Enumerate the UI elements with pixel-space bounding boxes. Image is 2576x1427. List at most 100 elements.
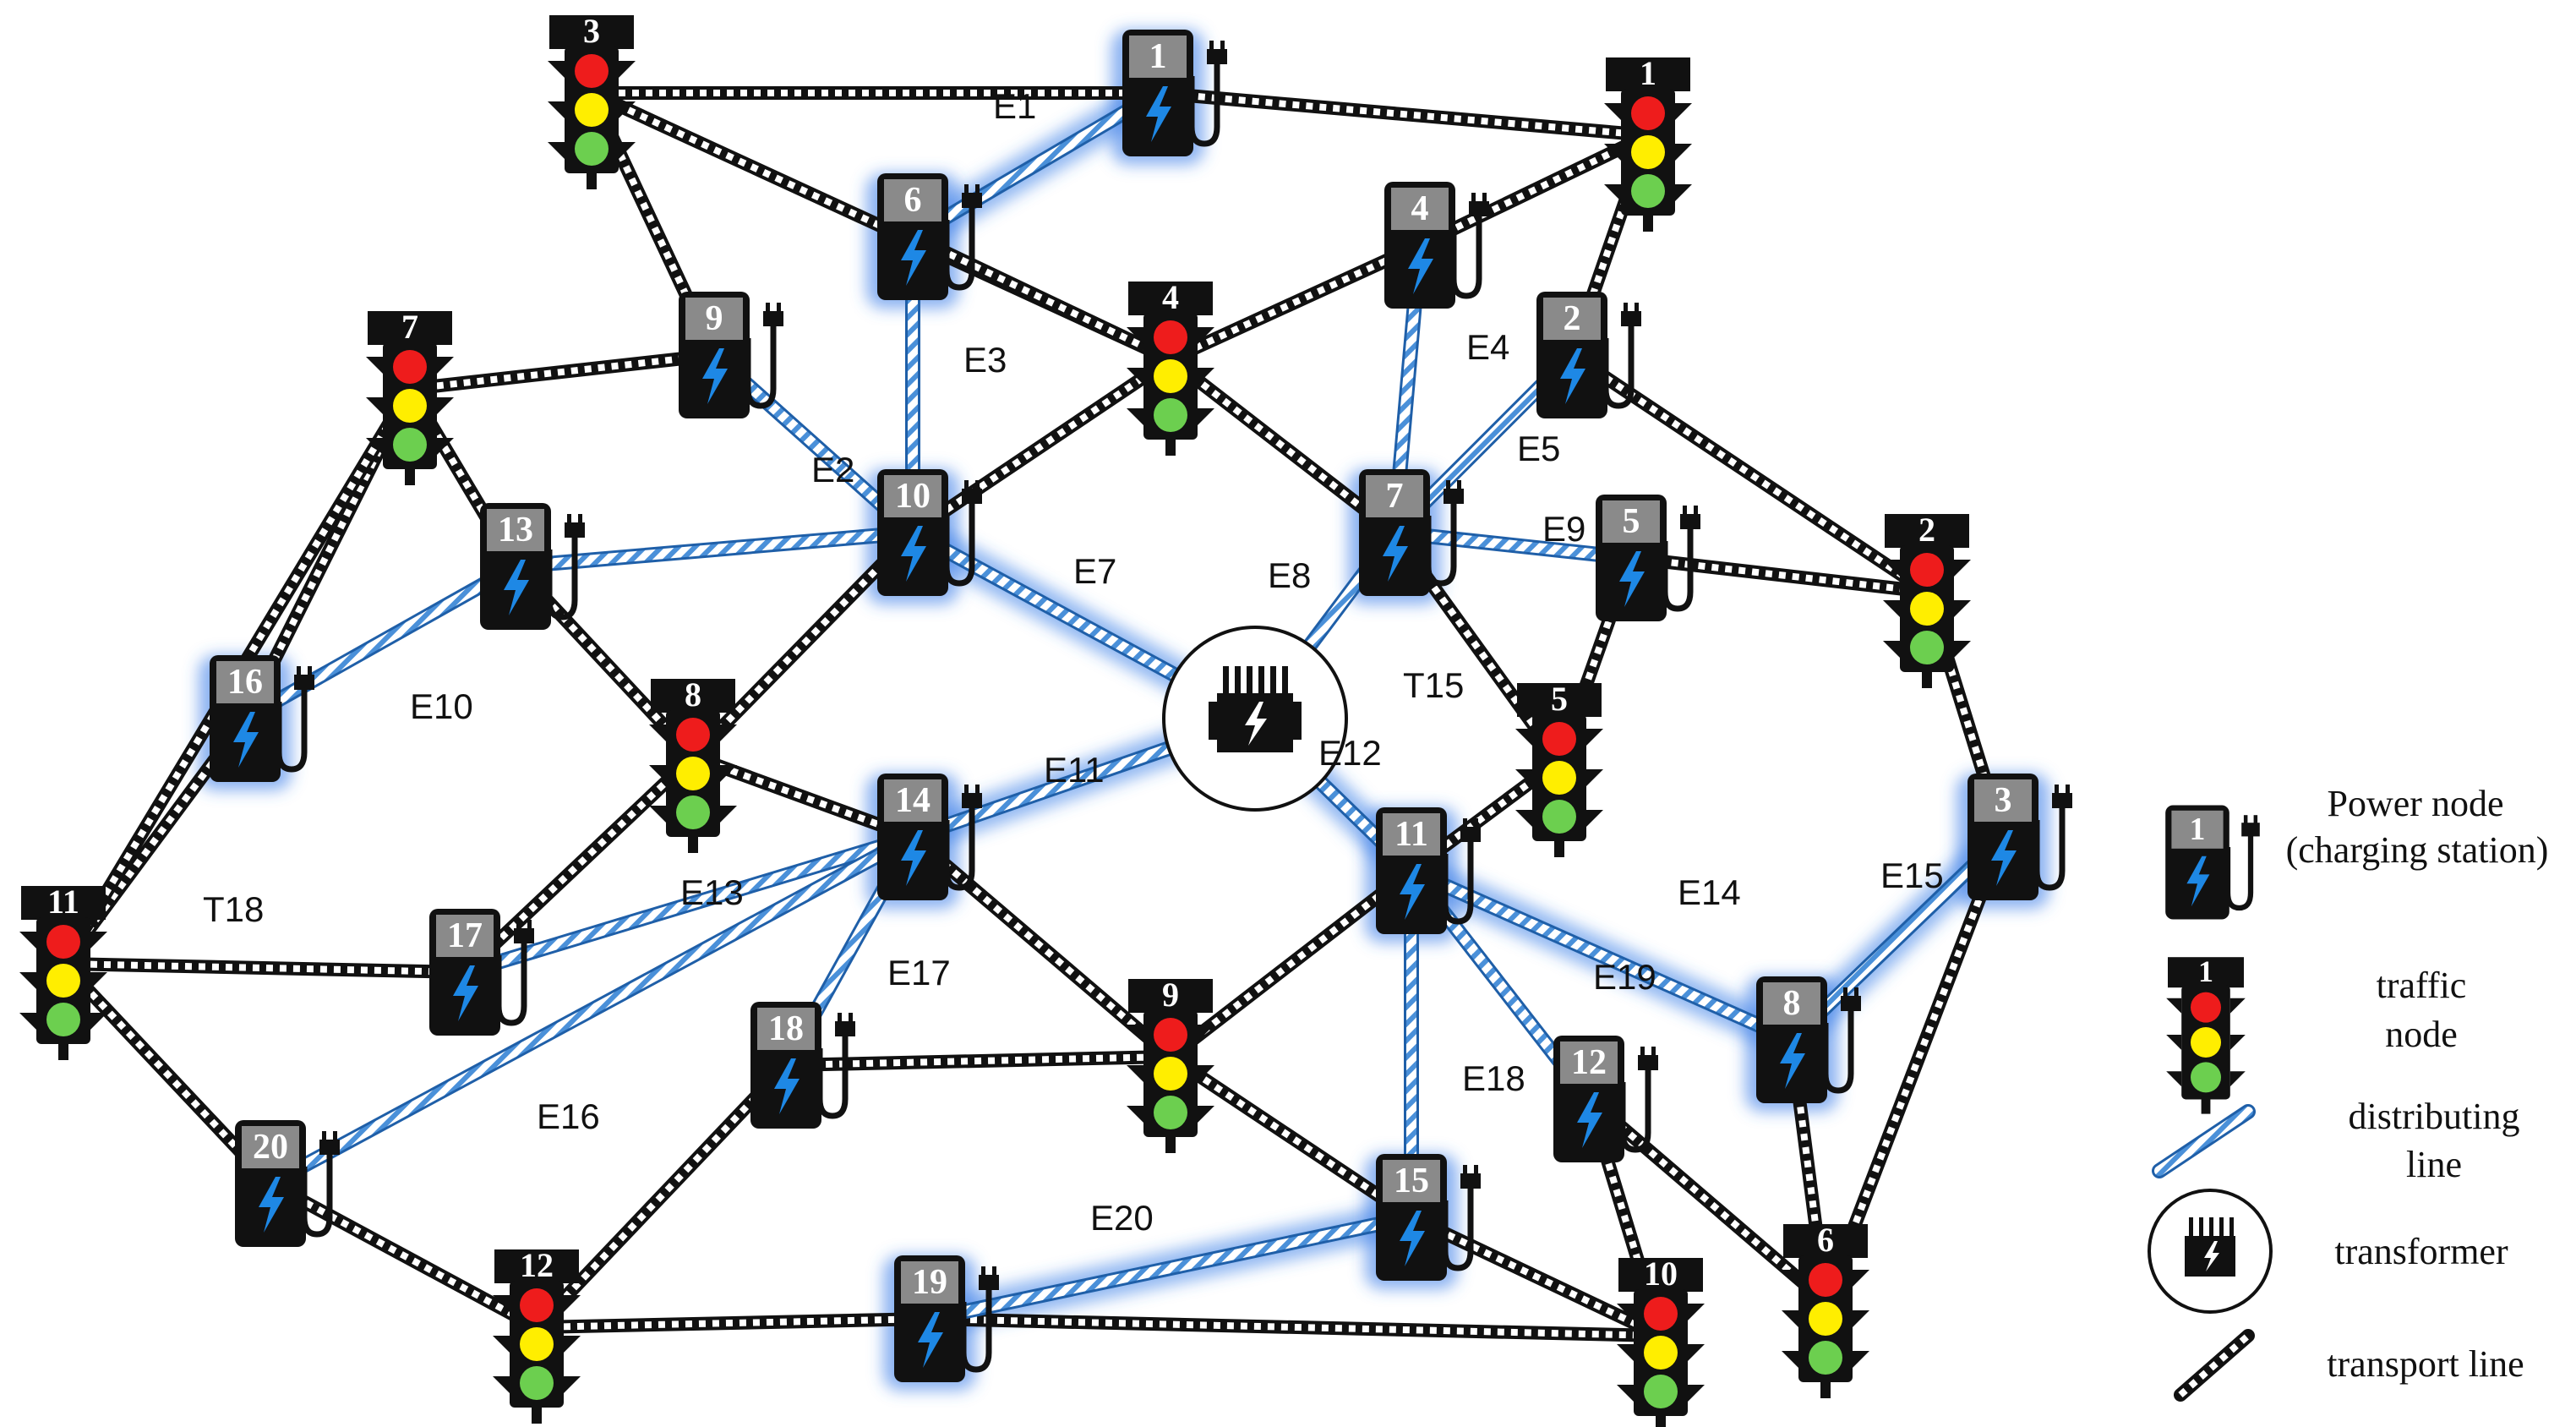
power-node-3: 3	[1967, 774, 2072, 900]
edge-label-e15: E15	[1880, 856, 1944, 895]
edge-label-e19: E19	[1593, 957, 1656, 997]
transport-line	[906, 830, 1177, 1063]
edge-label-e4: E4	[1466, 327, 1509, 367]
edge-label-e17: E17	[887, 953, 951, 992]
transport-line	[779, 1050, 1177, 1072]
legend-transformer-label: transformer	[2334, 1231, 2508, 1272]
power-node-10: 10	[877, 469, 982, 596]
legend-transport-line-icon	[2174, 1329, 2255, 1402]
legend-power-node-icon: 1	[2165, 805, 2260, 920]
power-node-11: 11	[1376, 807, 1481, 934]
region-label-t18: T18	[203, 889, 264, 929]
edge-label-e3: E3	[963, 340, 1007, 380]
transport-line	[530, 1312, 936, 1334]
edge-label-e13: E13	[680, 872, 744, 912]
legend-transformer-icon	[2148, 1189, 2273, 1314]
traffic-node-6: 6	[1782, 1221, 1869, 1398]
transport-line	[923, 1312, 1667, 1342]
traffic-node-number: 7	[401, 308, 418, 346]
power-node-number: 6	[904, 181, 922, 220]
distribution-line-e9	[1387, 525, 1639, 566]
traffic-node-2: 2	[1883, 511, 1971, 688]
power-node-17: 17	[429, 909, 534, 1036]
power-node-number: 2	[1564, 299, 1581, 338]
distribution-line-e10	[237, 525, 920, 726]
traffic-node-number: 1	[2198, 954, 2213, 988]
distribution-line-e13	[457, 829, 920, 980]
legend-transport-label: transport line	[2327, 1343, 2524, 1385]
power-node-number: 10	[895, 477, 931, 516]
transformer	[1162, 626, 1348, 812]
power-node-6: 6	[877, 173, 982, 300]
power-node-number: 8	[1783, 984, 1801, 1023]
traffic-node-number: 10	[1644, 1255, 1678, 1293]
legend-distributing-label-2: line	[2406, 1144, 2462, 1185]
distribution-line-e20	[922, 1210, 1419, 1326]
traffic-node-number: 11	[47, 883, 79, 921]
traffic-node-8: 8	[649, 675, 737, 853]
traffic-node-11: 11	[19, 883, 107, 1060]
transport-line	[1413, 128, 1655, 252]
power-node-2: 2	[1536, 292, 1641, 418]
legend-power-node-label: Power node	[2328, 783, 2504, 824]
traffic-node-number: 12	[520, 1246, 554, 1284]
legend-traffic-label-1: traffic	[2377, 965, 2467, 1006]
traffic-node-4: 4	[1127, 278, 1214, 456]
power-node-number: 5	[1623, 502, 1640, 541]
traffic-node-number: 6	[1817, 1221, 1834, 1259]
power-node-5: 5	[1596, 495, 1700, 621]
power-node-number: 20	[253, 1128, 288, 1167]
traffic-node-10: 10	[1617, 1255, 1705, 1427]
transport-line	[1164, 353, 1401, 539]
power-node-4: 4	[1384, 182, 1489, 309]
power-node-number: 12	[1571, 1043, 1607, 1082]
edge-label-e12: E12	[1318, 733, 1382, 773]
power-node-number: 11	[1394, 815, 1428, 854]
power-node-8: 8	[1756, 976, 1861, 1103]
transport-line	[530, 1058, 793, 1334]
power-node-number: 18	[768, 1009, 804, 1048]
transformer-icon	[1209, 666, 1302, 752]
power-node-number: 17	[447, 916, 483, 955]
traffic-node-number: 2	[1918, 511, 1935, 549]
edge-label-e7: E7	[1073, 551, 1116, 591]
transport-line	[1405, 1211, 1667, 1342]
power-node-number: 14	[895, 781, 931, 820]
transport-line	[686, 526, 920, 763]
power-node-number: 13	[498, 511, 533, 549]
transport-line	[403, 348, 721, 396]
power-node-13: 13	[480, 503, 585, 630]
legend-traffic-label-2: node	[2385, 1014, 2458, 1055]
region-label-t15: T15	[1403, 665, 1464, 705]
power-node-number: 7	[1386, 477, 1404, 516]
power-node-number: 19	[912, 1263, 947, 1302]
transport-line	[906, 353, 1177, 539]
power-node-19: 19	[894, 1255, 999, 1382]
edge-label-e10: E10	[410, 686, 473, 726]
legend-power-node-sub: (charging station)	[2286, 829, 2549, 871]
legend-traffic-node-icon: 1	[2166, 954, 2246, 1114]
transport-line	[57, 957, 472, 979]
power-node-number: 4	[1411, 189, 1429, 228]
power-node-number: 1	[1149, 37, 1167, 76]
power-node-16: 16	[210, 655, 314, 782]
edge-label-e1: E1	[993, 86, 1036, 126]
edge-label-e14: E14	[1678, 872, 1741, 912]
traffic-node-number: 9	[1162, 976, 1179, 1014]
power-node-number: 16	[227, 663, 263, 702]
traffic-node-1: 1	[1604, 54, 1692, 232]
power-node-number: 1	[2190, 812, 2206, 847]
traffic-node-12: 12	[493, 1246, 581, 1424]
distribution-line-e16	[263, 829, 920, 1191]
transport-line	[1624, 551, 1934, 599]
traffic-node-7: 7	[366, 308, 454, 485]
distribution-line-e1	[905, 85, 1165, 244]
transport-line	[1582, 1092, 1832, 1309]
traffic-node-9: 9	[1127, 976, 1214, 1153]
edge-label-e9: E9	[1542, 509, 1585, 549]
power-node-7: 7	[1359, 469, 1464, 596]
transport-line	[458, 750, 700, 979]
edge-label-e20: E20	[1090, 1198, 1154, 1238]
